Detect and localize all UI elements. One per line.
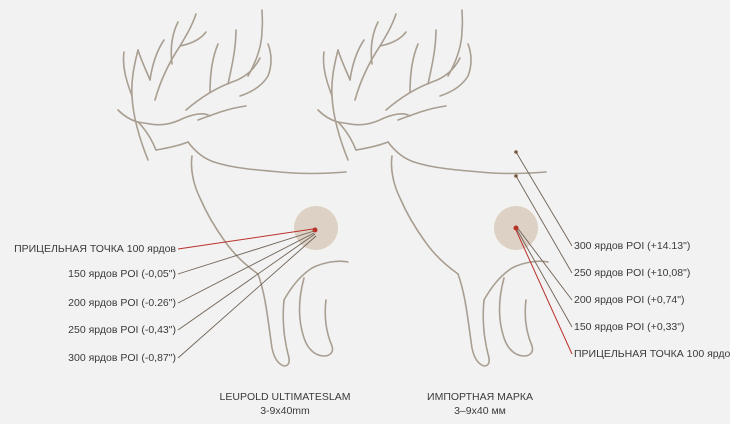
left-label-150: 150 ярдов POI (-0,05") <box>68 268 176 280</box>
right-poi-250-dot <box>514 174 518 178</box>
left-label-200: 200 ярдов POI (-0.26") <box>68 297 176 309</box>
right-label-150: 150 ярдов POI (+0,33") <box>574 321 684 333</box>
right-leader-lines <box>516 152 572 354</box>
left-leader-lines <box>178 229 316 358</box>
right-label-200: 200 ярдов POI (+0,74") <box>574 294 684 306</box>
right-caption-model: 3–9x40 мм <box>454 405 506 417</box>
right-poi-300-dot <box>514 150 518 154</box>
right-label-aim: ПРИЦЕЛЬНАЯ ТОЧКА 100 ярдов <box>574 348 730 360</box>
left-aim-dot <box>313 228 318 233</box>
left-label-aim: ПРИЦЕЛЬНАЯ ТОЧКА 100 ярдов <box>14 243 176 255</box>
right-caption-title: ИМПОРТНАЯ МАРКА <box>427 391 533 403</box>
left-caption-model: 3-9x40mm <box>260 405 310 417</box>
left-leader-300 <box>178 236 316 358</box>
left-deer-outline <box>118 10 348 366</box>
left-label-250: 250 ярдов POI (-0,43") <box>68 324 176 336</box>
left-caption-title: LEUPOLD ULTIMATESLAM <box>220 391 351 403</box>
right-label-300: 300 ярдов POI (+14.13") <box>574 240 690 252</box>
right-label-250: 250 ярдов POI (+10,08") <box>574 267 690 279</box>
left-leader-250 <box>178 234 315 330</box>
right-deer-outline <box>318 10 548 366</box>
right-leader-150 <box>516 228 572 327</box>
right-aim-dot <box>514 226 519 231</box>
left-label-300: 300 ярдов POI (-0,87") <box>68 352 176 364</box>
left-leader-aim <box>178 229 313 249</box>
right-leader-aim <box>516 230 572 354</box>
